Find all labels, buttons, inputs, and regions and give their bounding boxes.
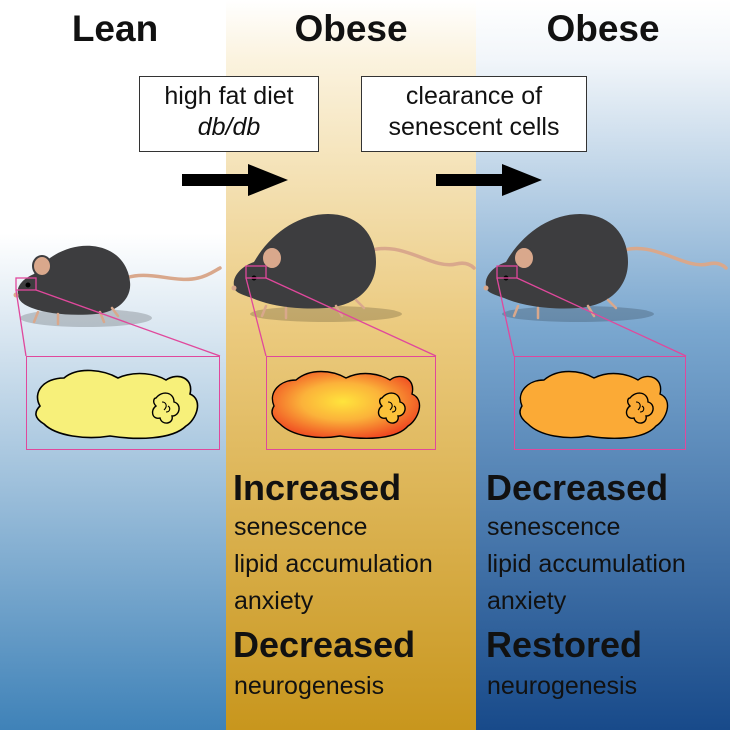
obese-brain-icon (271, 370, 421, 439)
inset-lean-brain (26, 356, 220, 450)
obese-item-anxiety: anxiety (234, 587, 314, 615)
obese-item-senescence: senescence (234, 513, 368, 541)
transition-clearance-line2: senescent cells (388, 113, 560, 141)
arrow-right-icon (436, 164, 542, 196)
cleared-item-anxiety: anxiety (487, 587, 567, 615)
transition-diet-line1: high fat diet (164, 82, 294, 110)
cleared-heading-restored: Restored (486, 624, 643, 665)
obese-heading-increased: Increased (233, 467, 402, 508)
transition-clearance-line1: clearance of (405, 82, 543, 110)
obese-item-lipid-accumulation: lipid accumulation (234, 550, 433, 578)
cleared-brain-icon (519, 370, 669, 439)
cleared-heading-decreased: Decreased (486, 467, 669, 508)
column-title-obese: Obese (294, 8, 408, 49)
lean-brain-icon (35, 369, 199, 440)
arrow-right-icon (182, 164, 288, 196)
lean-mouse-illustration (13, 245, 222, 327)
cleared-item-lipid-accumulation: lipid accumulation (487, 550, 686, 578)
obese-mouse-illustration (231, 214, 476, 322)
inset-cleared-brain (514, 356, 686, 450)
inset-obese-brain (266, 356, 436, 450)
cleared-item-senescence: senescence (487, 513, 621, 541)
obese-heading-decreased: Decreased (233, 624, 416, 665)
cleared-item-neurogenesis: neurogenesis (487, 672, 638, 700)
obese-item-neurogenesis: neurogenesis (234, 672, 385, 700)
transition-box-clearance: clearance of senescent cells (361, 76, 587, 152)
transition-box-diet: high fat diet db/db (139, 76, 319, 152)
column-title-cleared: Obese (546, 8, 660, 49)
transition-diet-line2: db/db (197, 113, 261, 141)
cleared-mouse-illustration (483, 214, 728, 322)
column-title-lean: Lean (71, 8, 159, 49)
